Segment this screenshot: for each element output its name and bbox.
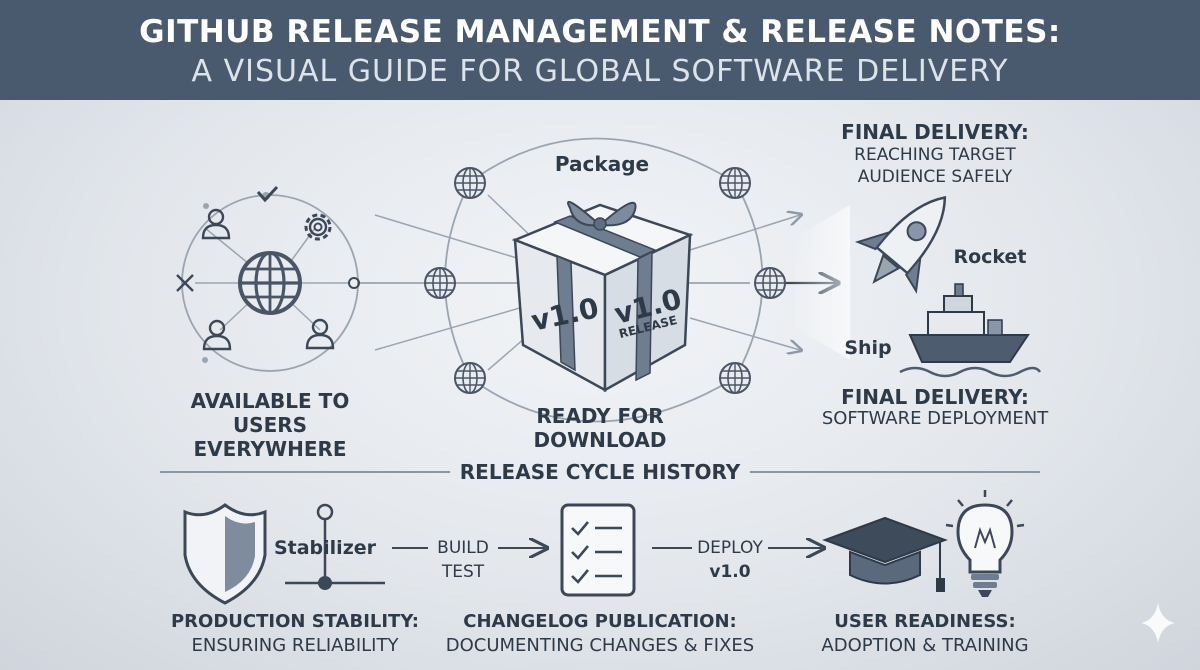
rocket-label: Rocket [953, 246, 1027, 268]
final-delivery-top-title: FINAL DELIVERY: [841, 120, 1029, 144]
ship-label: Ship [844, 337, 892, 359]
gear-icon [304, 213, 332, 241]
checklist-icon [560, 503, 636, 597]
page-title: GITHUB RELEASE MANAGEMENT & RELEASE NOTE… [139, 14, 1061, 50]
user-readiness-title: USER READINESS: [834, 611, 1016, 632]
check-icon [256, 185, 279, 203]
final-delivery-top-sub-line2: AUDIENCE SAFELY [857, 167, 1013, 187]
production-stability-title: PRODUCTION STABILITY: [170, 611, 420, 632]
production-stability-subtitle: ENSURING RELIABILITY [191, 635, 399, 656]
final-delivery-bottom-subtitle: SOFTWARE DEPLOYMENT [821, 408, 1049, 429]
close-icon [176, 274, 194, 292]
deploy-version: v1.0 [709, 562, 751, 582]
history-divider-right [750, 471, 1040, 473]
lightbulb-icon [945, 490, 1025, 597]
final-delivery-top-sub-line1: REACHING TARGET [854, 145, 1016, 165]
user-icon [305, 318, 335, 350]
shield-icon [183, 503, 267, 605]
stabilizer-label: Stabilizer [273, 537, 377, 559]
download-caption: READY FOR DOWNLOAD [533, 404, 667, 452]
stabilizer-connector [285, 503, 385, 590]
deploy-label: DEPLOY [697, 538, 763, 558]
history-divider-left [160, 471, 450, 473]
final-delivery-top-subtitle: REACHING TARGET AUDIENCE SAFELY [820, 144, 1050, 188]
changelog-publication-title: CHANGELOG PUBLICATION: [463, 611, 737, 632]
build-label: BUILD [437, 538, 489, 558]
users-caption-line1: AVAILABLE TO USERS [190, 389, 350, 437]
graduation-cap-icon [822, 516, 948, 592]
user-network-cluster [176, 185, 360, 372]
users-caption-line2: EVERYWHERE [193, 437, 347, 461]
ship-icon [899, 283, 1042, 378]
rocket-icon [854, 195, 947, 294]
user-readiness-subtitle: ADOPTION & TRAINING [821, 635, 1029, 656]
release-package-box [511, 200, 694, 393]
users-caption: AVAILABLE TO USERS EVERYWHERE [160, 389, 380, 461]
test-label: TEST [441, 562, 485, 582]
final-delivery-bottom-title: FINAL DELIVERY: [841, 385, 1029, 409]
sparkle-icon [1141, 603, 1175, 643]
changelog-publication-subtitle: DOCUMENTING CHANGES & FIXES [445, 635, 755, 656]
header-banner: GITHUB RELEASE MANAGEMENT & RELEASE NOTE… [0, 0, 1200, 100]
package-label: Package [554, 152, 650, 176]
distribution-network [360, 137, 850, 423]
page-subtitle: A VISUAL GUIDE FOR GLOBAL SOFTWARE DELIV… [191, 54, 1009, 89]
history-title: RELEASE CYCLE HISTORY [459, 460, 741, 484]
